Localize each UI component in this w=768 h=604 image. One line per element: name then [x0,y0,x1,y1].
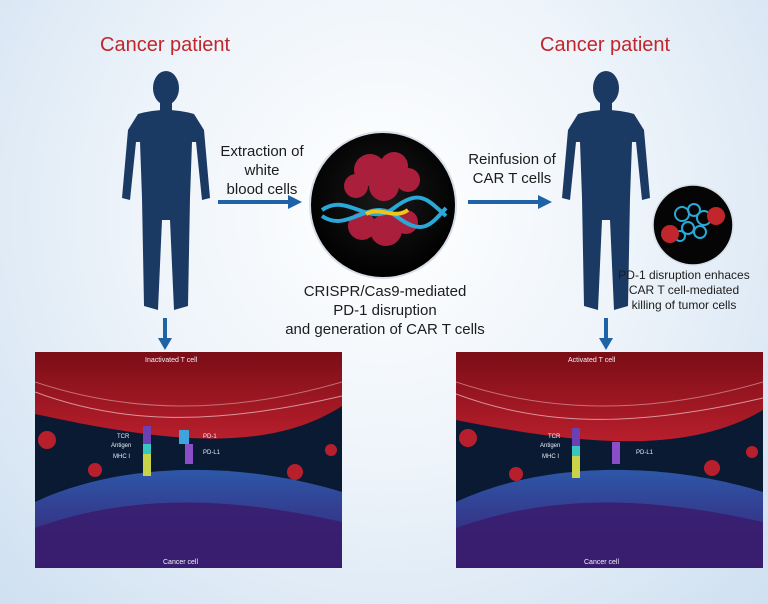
extraction-arrow [218,195,302,209]
left-marker-mhc: MHC I [113,454,130,460]
right-marker-mhc: MHC I [542,454,559,460]
left-marker-antigen: Antigen [111,443,131,449]
tumor-killing-inset [652,184,734,266]
right-marker-pdl1: PD-L1 [636,450,654,456]
left-patient-silhouette [122,71,210,310]
right-marker-tcr: TCR [548,434,561,440]
left-microscopy-panel: Inactivated T cell Cancer cell TCR Antig… [35,352,342,568]
crispr-caption: CRISPR/Cas9-mediated PD-1 disruption and… [285,283,485,338]
inset-caption: PD-1 disruption enhaces CAR T cell-media… [618,268,750,312]
left-panel-top-label: Inactivated T cell [145,357,198,364]
right-panel-top-label: Activated T cell [568,357,616,364]
reinfusion-arrow [468,195,552,209]
tcr-mhc-complex-right [572,428,580,478]
extraction-label: Extraction of white blood cells [220,143,304,198]
right-patient-title: Cancer patient [540,34,671,56]
right-patient-silhouette [562,71,650,310]
reinfusion-label: Reinfusion of CAR T cells [468,151,556,187]
left-marker-pd1: PD-1 [203,434,217,440]
right-down-arrow [599,318,613,350]
right-microscopy-panel: Activated T cell Cancer cell TCR Antigen… [456,352,763,568]
pdl1-right [612,442,620,464]
right-panel-bottom-label: Cancer cell [584,559,619,566]
left-marker-tcr: TCR [117,434,130,440]
pd1-pdl1-complex [179,430,193,464]
left-patient-title: Cancer patient [100,34,231,56]
left-panel-bottom-label: Cancer cell [163,559,198,566]
left-marker-pdl1: PD-L1 [203,450,221,456]
crispr-cas9-illustration [309,131,457,279]
right-marker-antigen: Antigen [540,443,560,449]
left-down-arrow [158,318,172,350]
tcr-mhc-complex [143,426,151,476]
